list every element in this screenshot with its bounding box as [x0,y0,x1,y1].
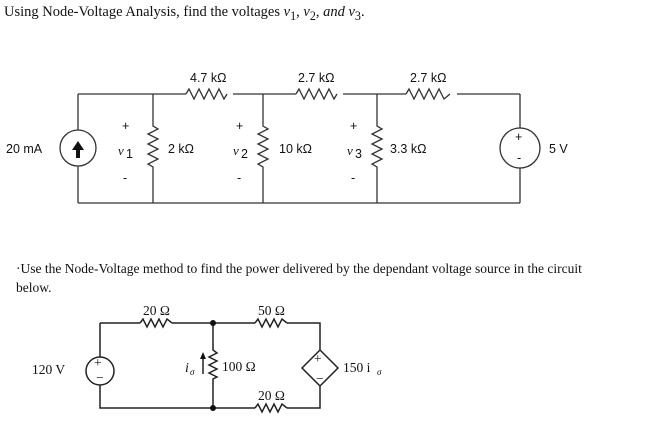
resistor-shunt-3 [370,94,384,203]
resistor-top-right [254,317,288,329]
node-2-sub: 2 [241,147,248,161]
voltage-source-plus: + [515,130,522,144]
resistor-top-2 [295,87,338,101]
independent-voltage-source [85,356,115,386]
problem-1-prefix: Using Node-Voltage Analysis, find the vo… [4,4,284,20]
node-2-v: v [233,143,239,158]
node-2-plus: + [236,119,243,133]
node-3-v: v [347,143,353,158]
resistor-shunt-1 [146,94,160,203]
problem-2-body: Use the Node-Voltage method to find the … [16,261,582,295]
dep-source-plus: + [314,351,322,366]
voltage-source-minus: - [517,151,521,165]
problem-1-heading: Using Node-Voltage Analysis, find the vo… [4,4,365,23]
junction-top [210,320,216,326]
problem-2-bullet: · [16,261,21,276]
source-voltage-label: 5 V [549,142,568,156]
resistor-shunt-2 [256,94,270,203]
dep-source-label-sub: σ [377,367,382,377]
junction-bottom [210,405,216,411]
problem-1-suffix: . [360,4,365,20]
source-current-label: 20 mA [6,142,43,156]
v3-subscript: 3 [354,8,361,23]
r-shunt-3-label: 3.3 kΩ [390,142,426,156]
r-top-right-label: 50 Ω [258,303,285,318]
v2-subscript: 2 [309,8,316,23]
voltage-source [499,127,541,169]
r-top-2-label: 2.7 kΩ [298,71,334,85]
r-top-1-label: 4.7 kΩ [190,71,226,85]
v2-symbol: v [303,4,310,20]
current-source-arrow-icon [72,141,84,158]
node-3-sub: 3 [355,147,362,161]
node-1-minus: - [123,171,127,185]
r-top-3-label: 2.7 kΩ [410,71,446,85]
current-label: i [185,361,189,376]
current-label-sub: σ [190,367,195,377]
resistor-middle [207,323,219,408]
node-3-minus: - [351,171,355,185]
problem-2-text: ·Use the Node-Voltage method to find the… [16,259,606,297]
r-shunt-2-label: 10 kΩ [279,142,312,156]
circuit-2: 120 V + − 20 Ω 50 Ω 100 Ω 20 Ω i σ + − 1… [32,303,382,414]
dep-source-label: 150 i [343,360,371,375]
node-2-minus: - [237,171,241,185]
v3-symbol: and v [323,4,355,20]
node-1-plus: + [122,119,129,133]
r-bottom-label: 20 Ω [258,388,285,403]
source-120v-label: 120 V [32,362,65,377]
resistor-top-1 [185,87,228,101]
dep-source-minus: − [316,371,324,386]
source-120v-minus: − [96,370,104,385]
v1-symbol: v [283,4,291,20]
current-arrow-icon [200,352,206,359]
node-1-sub: 1 [126,147,133,161]
circuit-1: 20 mA 4.7 kΩ 2.7 kΩ 2.7 kΩ 2 kΩ 10 kΩ 3.… [6,71,568,204]
resistor-bottom [254,402,288,414]
node-1-v: v [118,143,124,158]
v1-subscript: 1 [290,8,297,23]
node-3-plus: + [350,119,357,133]
current-source [59,129,97,167]
resistor-top-3 [405,87,451,101]
resistor-top-left [139,317,173,329]
source-120v-plus: + [94,355,102,370]
r-shunt-1-label: 2 kΩ [168,142,194,156]
dependent-voltage-source [300,348,340,388]
r-middle-label: 100 Ω [222,359,256,374]
r-top-left-label: 20 Ω [143,303,170,318]
